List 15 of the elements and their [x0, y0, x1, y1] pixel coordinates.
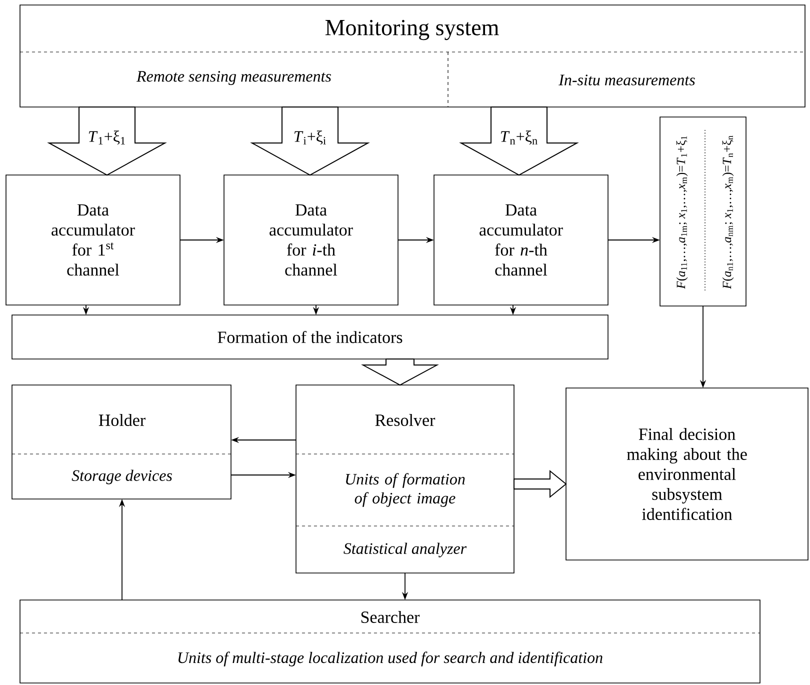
titled-box: Holder Storage devices — [12, 384, 232, 500]
titled-panel: Monitoring system Remote sensing measurements In-situ measurements — [20, 4, 806, 108]
formula-box: F(a$_{11}$,…,a$_{1m}$; x$_{1}$,…,x$_{m}$)=T$_{1}$+ξ$_{1}$ F(a$_{n1}$,…,a$_{nm}$; x$_{1}$,…,x$_{m}$)=T$_{n}$+ξ$_{n}$ — [660, 116, 746, 306]
block-arrow — [361, 358, 439, 386]
process-box: Data accumulator for i-th channel — [224, 174, 398, 306]
process-box: Data accumulator for n-th channel — [434, 174, 608, 306]
process-box: Data accumulator for 1$^{st}$ channel — [6, 174, 180, 306]
block-arrow — [514, 470, 567, 498]
titled-box: Searcher Units of multi-stage localization used for search and identification — [20, 600, 760, 684]
titled-box: Resolver Units of formation of object image Statistical analyzer — [296, 384, 514, 574]
process-box: Final decision making about the environmental subsystem identification — [566, 388, 808, 560]
edge-label: T$_{n}$+ξ$_{n}$ — [498, 130, 540, 146]
edge-label: T$_{1}$+ξ$_{1}$ — [86, 130, 128, 146]
process-box: Formation of the indicators — [12, 314, 608, 360]
edge-label: T$_{i}$+ξ$_{i}$ — [292, 130, 328, 146]
